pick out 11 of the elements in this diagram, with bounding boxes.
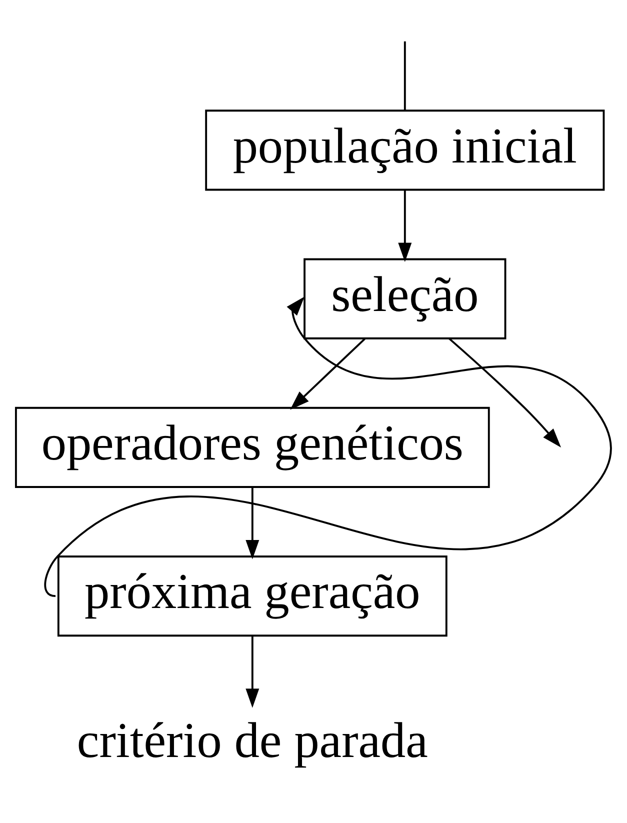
node-box: próxima geração (57, 555, 448, 636)
arrow (246, 636, 260, 708)
arrow (246, 486, 260, 559)
arrow (448, 337, 562, 447)
node-box: operadores genéticos (15, 406, 490, 488)
node-text: critério de parada (76, 711, 428, 768)
arrow (398, 190, 412, 262)
node-box: população inicial (205, 109, 605, 190)
connector (404, 40, 406, 110)
arrow (290, 338, 366, 410)
node-box: seleção (304, 258, 506, 339)
